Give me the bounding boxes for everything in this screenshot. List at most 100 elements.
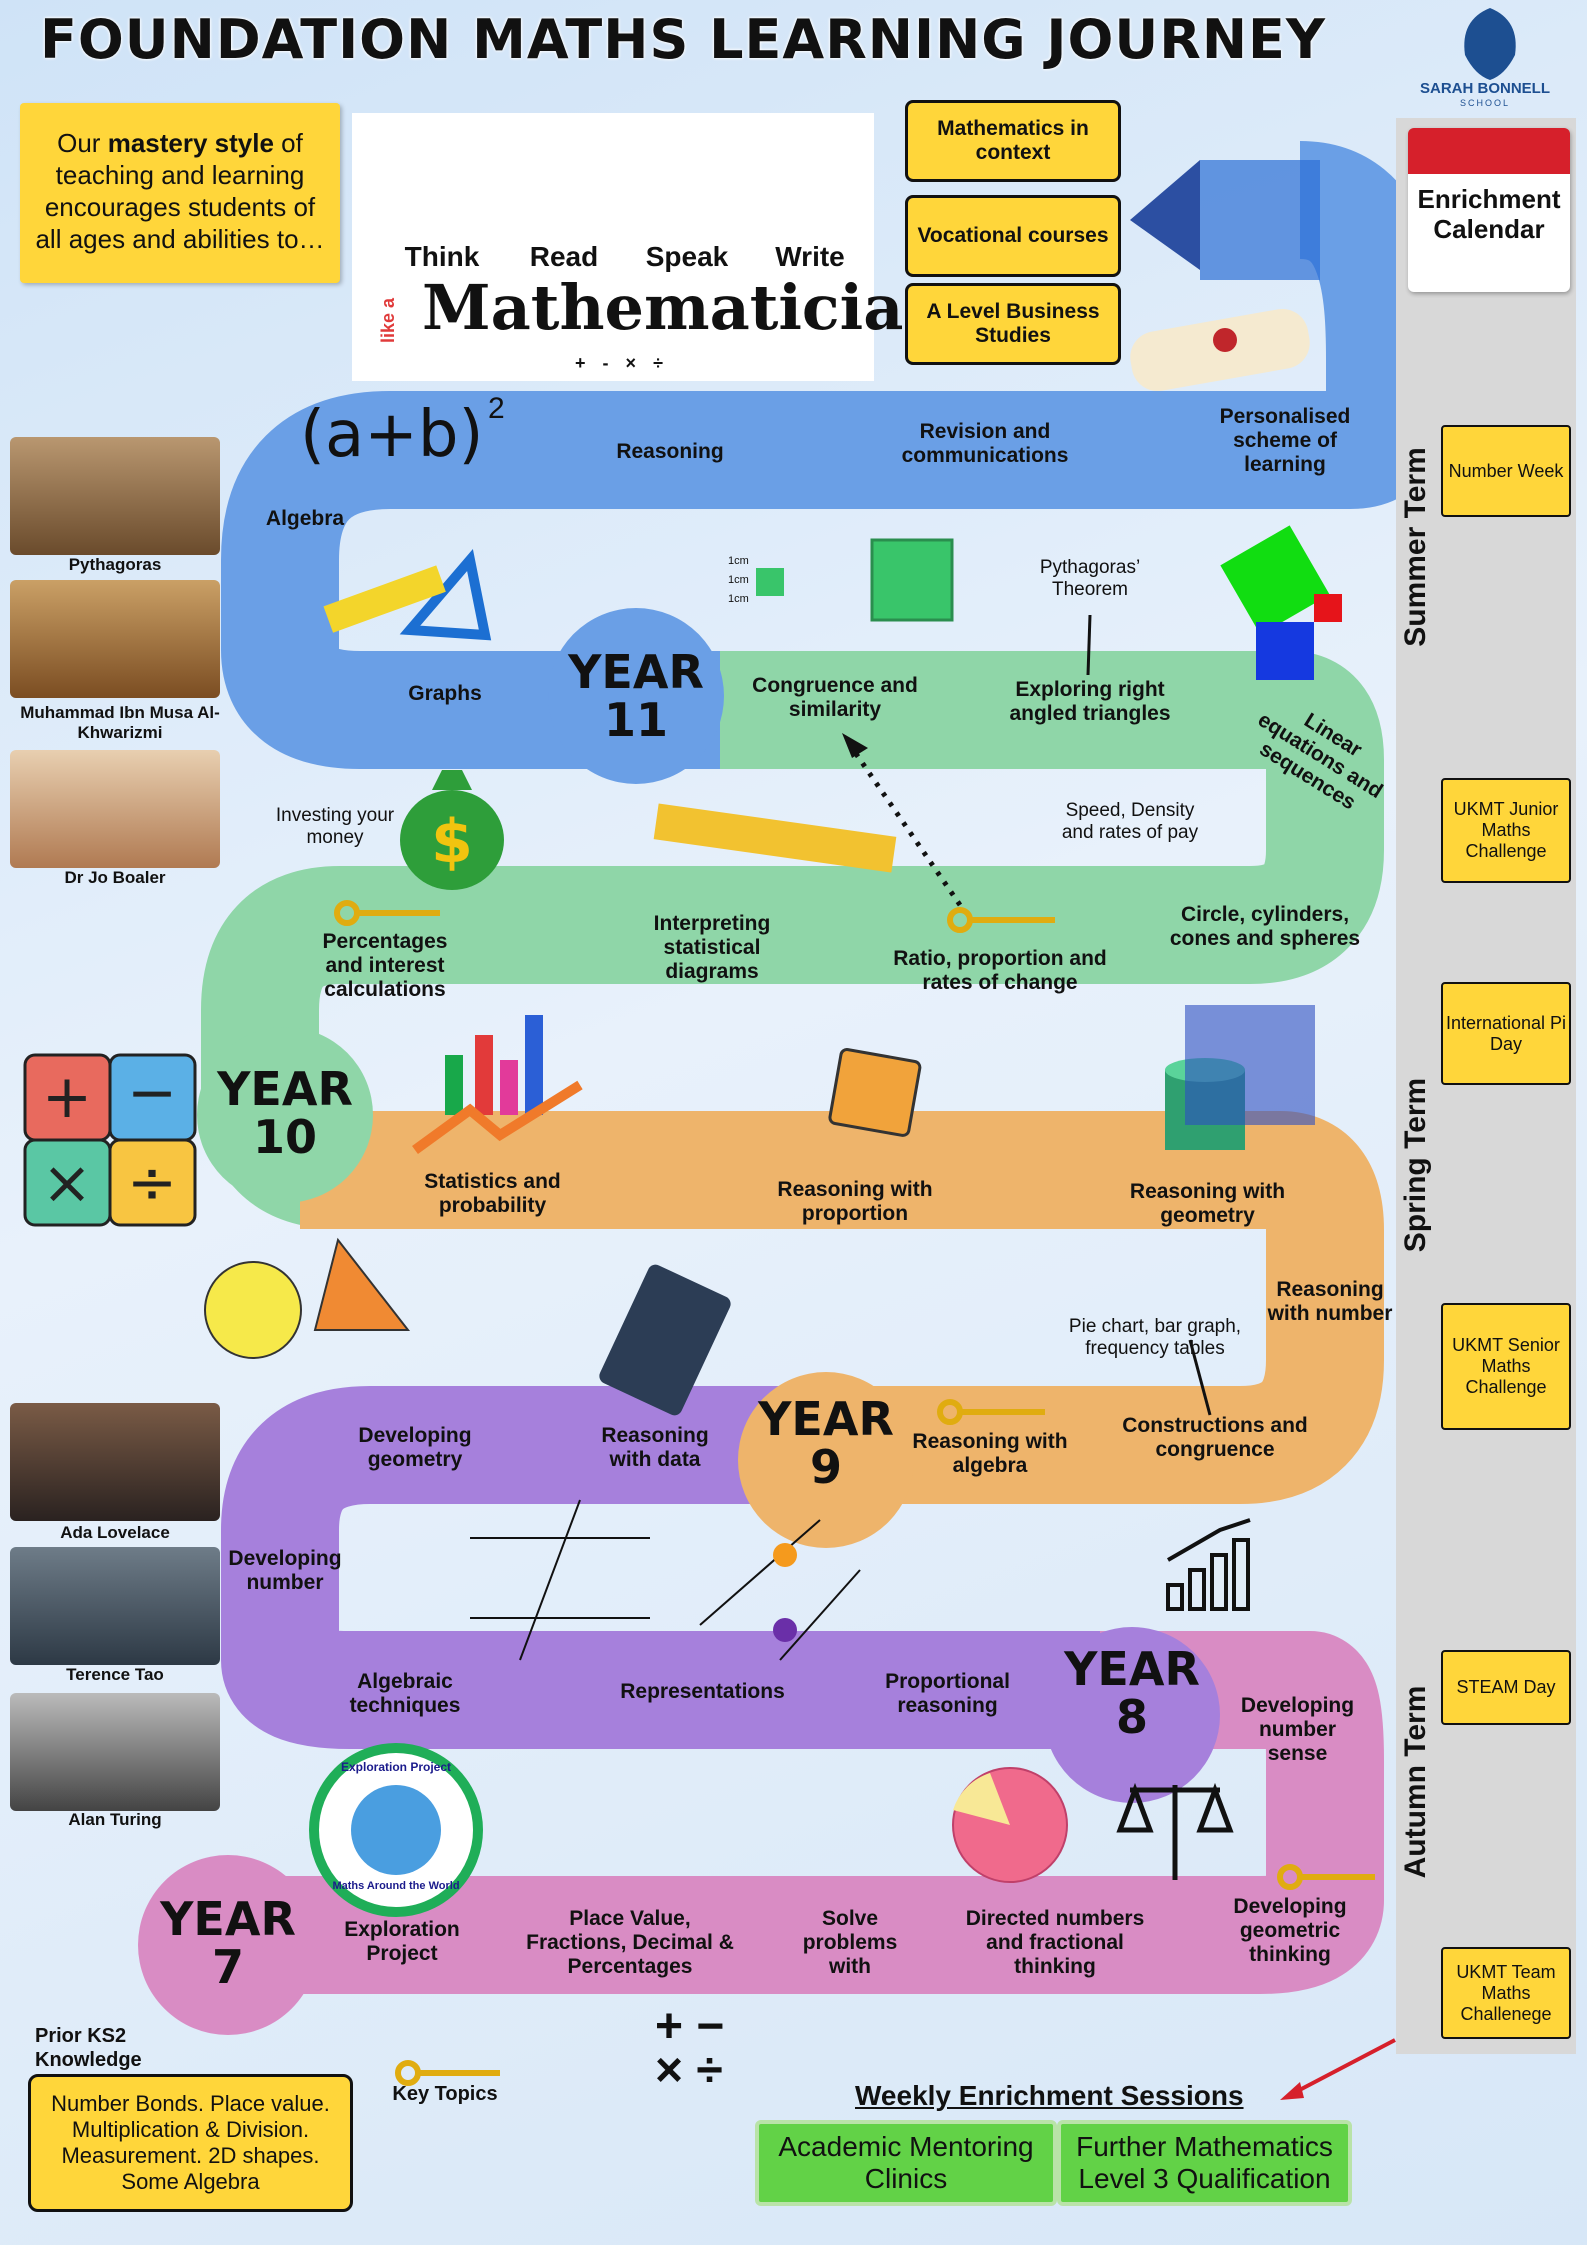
topic-reasoning-with-data: Reasoning with data	[601, 1424, 709, 1471]
svg-text:$: $	[431, 807, 473, 877]
badge-top-text: Exploration Project	[340, 1760, 452, 1774]
pie-chart-icon	[952, 1767, 1068, 1883]
al-khwarizmi-portrait	[10, 580, 220, 698]
prior-knowledge-box: Number Bonds. Place value. Multiplicatio…	[28, 2074, 353, 2212]
verb-think: Think	[404, 241, 480, 272]
topic-algebra: Algebra	[265, 507, 345, 530]
beyond-maths-in-context: Mathematics in context	[905, 100, 1121, 182]
cylinder-icon	[1165, 1005, 1315, 1150]
beyond-a-level-business: A Level Business Studies	[905, 283, 1121, 365]
topic-directed-numbers: Directed numbers and fractional thinking	[965, 1907, 1145, 1978]
pythagoras-squares-icon	[1220, 525, 1342, 680]
event-steam-day: STEAM Day	[1441, 1650, 1571, 1725]
autumn-term-label: Autumn Term	[1399, 1685, 1432, 1879]
note-pythagoras-theorem: Pythagoras’ Theorem	[1039, 557, 1141, 600]
event-ukmt-team: UKMT Team Maths Challenege	[1441, 1947, 1571, 2039]
key-icon	[947, 907, 1055, 933]
topic-developing-geometric-thinking: Developing geometric thinking	[1233, 1895, 1347, 1966]
topic-reasoning-with-geometry: Reasoning with geometry	[1129, 1180, 1286, 1227]
set-square-icon	[323, 548, 492, 641]
terence-tao-name: Terence Tao	[66, 1665, 164, 1684]
topic-circles-cylinders: Circle, cylinders, cones and spheres	[1169, 903, 1361, 950]
topic-developing-number-sense: Developing number sense	[1240, 1694, 1355, 1765]
weekly-enrichment-title: Weekly Enrichment Sessions	[855, 2080, 1244, 2111]
mathematician-word: Mathematician	[422, 271, 949, 344]
event-number-week: Number Week	[1441, 425, 1571, 517]
scales-icon	[1116, 1782, 1234, 1880]
topic-right-angled-triangles: Exploring right angled triangles	[1009, 678, 1171, 725]
alan-turing-portrait	[10, 1693, 220, 1811]
exploration-badge-icon	[309, 1743, 483, 1917]
topic-reasoning-with-proportion: Reasoning with proportion	[777, 1178, 933, 1225]
formula-square: 2	[488, 392, 505, 425]
scientific-calculator-icon	[599, 1264, 731, 1416]
spring-term-label: Spring Term	[1399, 1077, 1432, 1253]
verb-write: Write	[775, 241, 845, 272]
topic-reasoning-with-algebra: Reasoning with algebra	[912, 1430, 1068, 1477]
topic-statistics-probability: Statistics and probability	[424, 1170, 561, 1217]
topic-proportional-reasoning: Proportional reasoning	[885, 1670, 1010, 1717]
svg-text:×: ×	[42, 1148, 92, 1218]
svg-text:+: +	[42, 1062, 92, 1132]
jo-boaler-portrait	[10, 750, 220, 868]
blackboard-icon	[1130, 160, 1320, 280]
topic-revision-communications: Revision and communications	[901, 420, 1069, 467]
pyramid-icon	[313, 1237, 411, 1331]
operations-doodle: + − × ÷	[655, 2000, 725, 2097]
topic-reasoning: Reasoning	[616, 440, 724, 463]
key-icon	[395, 2060, 500, 2086]
mathematician-panel: Think Read Speak Write like a Mathematic…	[352, 113, 949, 381]
badge-bottom-text: Maths Around the World	[332, 1880, 460, 1892]
year9-circle	[738, 1372, 914, 1548]
jo-boaler-name: Dr Jo Boaler	[64, 868, 166, 887]
ada-lovelace-name: Ada Lovelace	[60, 1523, 170, 1542]
calculator-icon	[828, 1048, 922, 1137]
beyond-vocational-courses: Vocational courses	[905, 195, 1121, 277]
school-logo-icon	[1464, 8, 1516, 80]
key-topics-label: Key Topics	[392, 2083, 498, 2105]
key-icon	[1277, 1864, 1375, 1890]
event-pi-day: International Pi Day	[1441, 982, 1571, 1085]
key-icon	[334, 900, 440, 926]
topic-algebraic-techniques: Algebraic techniques	[349, 1670, 461, 1717]
pythagoras-name: Pythagoras	[68, 555, 162, 574]
event-ukmt-senior: UKMT Senior Maths Challenge	[1441, 1303, 1571, 1430]
operators-text: + - × ÷	[575, 353, 669, 373]
topic-representations: Representations	[620, 1680, 785, 1703]
verb-read: Read	[529, 241, 599, 272]
topic-ratio-proportion: Ratio, proportion and rates of change	[893, 947, 1107, 994]
svg-text:÷: ÷	[127, 1148, 177, 1218]
money-bag-icon: $	[400, 770, 504, 890]
topic-solve-problems: Solve problems with	[802, 1907, 898, 1978]
topic-congruence-similarity: Congruence and similarity	[752, 674, 918, 721]
note-investing: Investing your money	[275, 805, 395, 848]
school-logo-sub: SCHOOL	[1459, 98, 1510, 108]
topic-percentages-interest: Percentages and interest calculations	[322, 930, 448, 1001]
svg-text:−: −	[127, 1058, 177, 1128]
sphere-icon	[204, 1261, 302, 1359]
topic-interpreting-statistical-diagrams: Interpreting statistical diagrams	[653, 912, 771, 983]
diploma-scroll-icon	[1130, 308, 1310, 392]
al-khwarizmi-name: Muhammad Ibn Musa Al-Khwarizmi	[20, 703, 220, 742]
verb-speak: Speak	[645, 241, 729, 272]
topic-exploration-project: Exploration Project	[344, 1918, 460, 1965]
topic-developing-number: Developing number	[228, 1547, 342, 1594]
key-icon	[937, 1399, 1045, 1425]
note-speed-density: Speed, Density and rates of pay	[1061, 800, 1199, 843]
growth-chart-icon	[1166, 1518, 1251, 1611]
bar-chart-icon	[412, 1015, 583, 1155]
ruler-icon	[653, 803, 897, 873]
year7-circle	[138, 1855, 318, 2035]
topic-place-value: Place Value, Fractions, Decimal & Percen…	[526, 1907, 734, 1978]
page-title: FOUNDATION MATHS LEARNING JOURNEY	[40, 8, 1327, 71]
summer-term-label: Summer Term	[1399, 447, 1432, 647]
event-ukmt-junior: UKMT Junior Maths Challenge	[1441, 778, 1571, 883]
year11-circle	[548, 608, 724, 784]
year8-circle	[1044, 1627, 1220, 1803]
enrichment-calendar-header: Enrichment Calendar	[1408, 128, 1570, 292]
prior-knowledge-label: Prior KS2 Knowledge	[35, 2025, 142, 2071]
school-logo-name: SARAH BONNELL	[1420, 80, 1550, 97]
